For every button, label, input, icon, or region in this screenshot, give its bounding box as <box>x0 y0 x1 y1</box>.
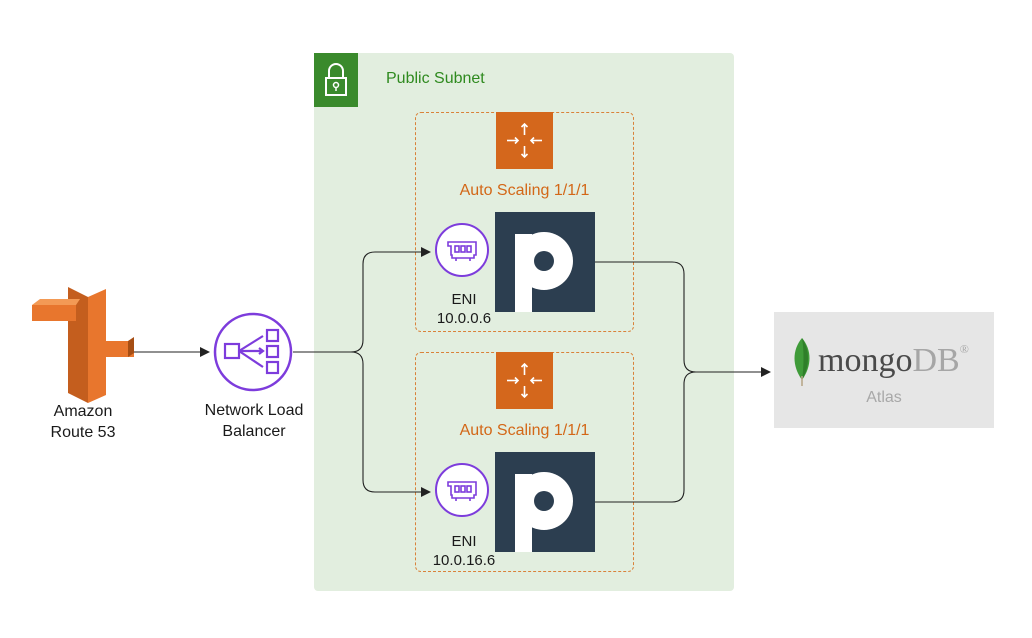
nlb-label: Network Load Balancer <box>204 402 304 440</box>
load-balancer-icon <box>213 312 293 392</box>
lock-icon <box>314 53 358 107</box>
pritunl-logo <box>495 212 595 312</box>
mongodb-atlas-label: Atlas <box>866 389 902 406</box>
nlb-to-eni2-line <box>293 351 431 497</box>
eni-label: ENI <box>451 291 477 308</box>
auto-scaling-label: Auto Scaling 1/1/1 <box>459 182 590 199</box>
pritunl2-to-mongo-line <box>595 371 697 503</box>
mongodb-wordmark: mongoDB® <box>818 342 969 379</box>
network-interface-icon <box>434 222 490 278</box>
pritunl-logo <box>495 452 595 552</box>
route53-label: Amazon Route 53 <box>50 403 116 441</box>
eni-label: ENI <box>451 533 477 550</box>
mongodb-atlas-box <box>774 312 994 428</box>
auto-scaling-icon <box>496 352 553 409</box>
eni-ip: 10.0.16.6 <box>432 552 496 569</box>
eni-ip: 10.0.0.6 <box>436 310 492 327</box>
nlb-to-eni1-line <box>293 247 431 353</box>
subnet-label: Public Subnet <box>386 70 485 87</box>
route53-icon <box>28 283 140 403</box>
pritunl1-to-mongo-line <box>595 261 771 377</box>
auto-scaling-label: Auto Scaling 1/1/1 <box>459 422 590 439</box>
auto-scaling-icon <box>496 112 553 169</box>
network-interface-icon <box>434 462 490 518</box>
mongodb-leaf-icon <box>790 336 814 388</box>
